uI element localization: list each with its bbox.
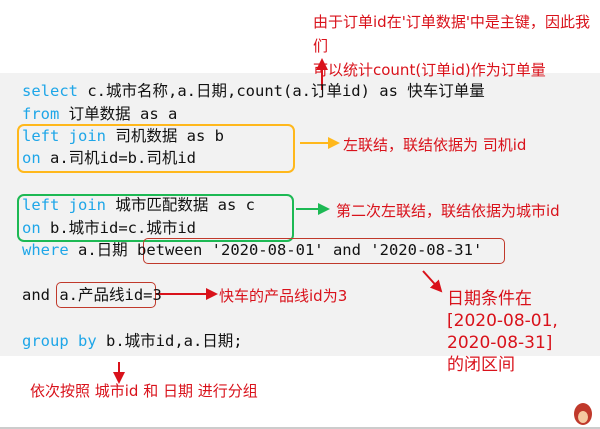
code-line: select c.城市名称,a.日期,count(a.订单id) as 快车订单… [22,82,485,100]
code-line: left join 城市匹配数据 as c [22,196,255,214]
code-line: group by b.城市id,a.日期; [22,332,243,350]
product-note: 快车的产品线id为3 [219,287,348,305]
bottom-divider [0,427,600,429]
code-line: left join 司机数据 as b [22,127,224,145]
date-note-line: [2020-08-01, [447,311,558,331]
code-line: from 订单数据 as a [22,105,178,123]
code-line: on b.城市id=c.城市id [22,219,196,237]
date-note: 日期条件在 [2020-08-01, 2020-08-31] 的闭区间 [447,288,558,376]
code-line: on a.司机id=b.司机id [22,149,196,167]
code-line: where a.日期 between '2020-08-01' and '202… [22,241,483,259]
top-annotation: 由于订单id在'订单数据'中是主键，因此我们 可以统计count(订单id)作为… [313,10,600,82]
date-note-line: 的闭区间 [447,355,515,375]
date-filter-box [143,238,505,264]
join1-box [17,124,295,173]
group-note: 依次按照 城市id 和 日期 进行分组 [30,382,258,400]
code-line: and a.产品线id=3 [22,286,162,304]
product-filter-box [56,282,156,308]
join1-note: 左联结，联结依据为 司机id [343,136,527,154]
arrow-date [422,270,443,293]
code-block [0,73,600,356]
join2-note: 第二次左联结，联结依据为城市id [336,202,560,220]
date-note-line: 日期条件在 [447,289,532,309]
date-note-line: 2020-08-31] [447,333,553,353]
join2-box [17,194,294,242]
annotation-line: 由于订单id在'订单数据'中是主键，因此我们 [313,13,590,55]
annotation-line: 可以统计count(订单id)作为订单量 [313,61,546,79]
logo-icon [574,403,592,425]
